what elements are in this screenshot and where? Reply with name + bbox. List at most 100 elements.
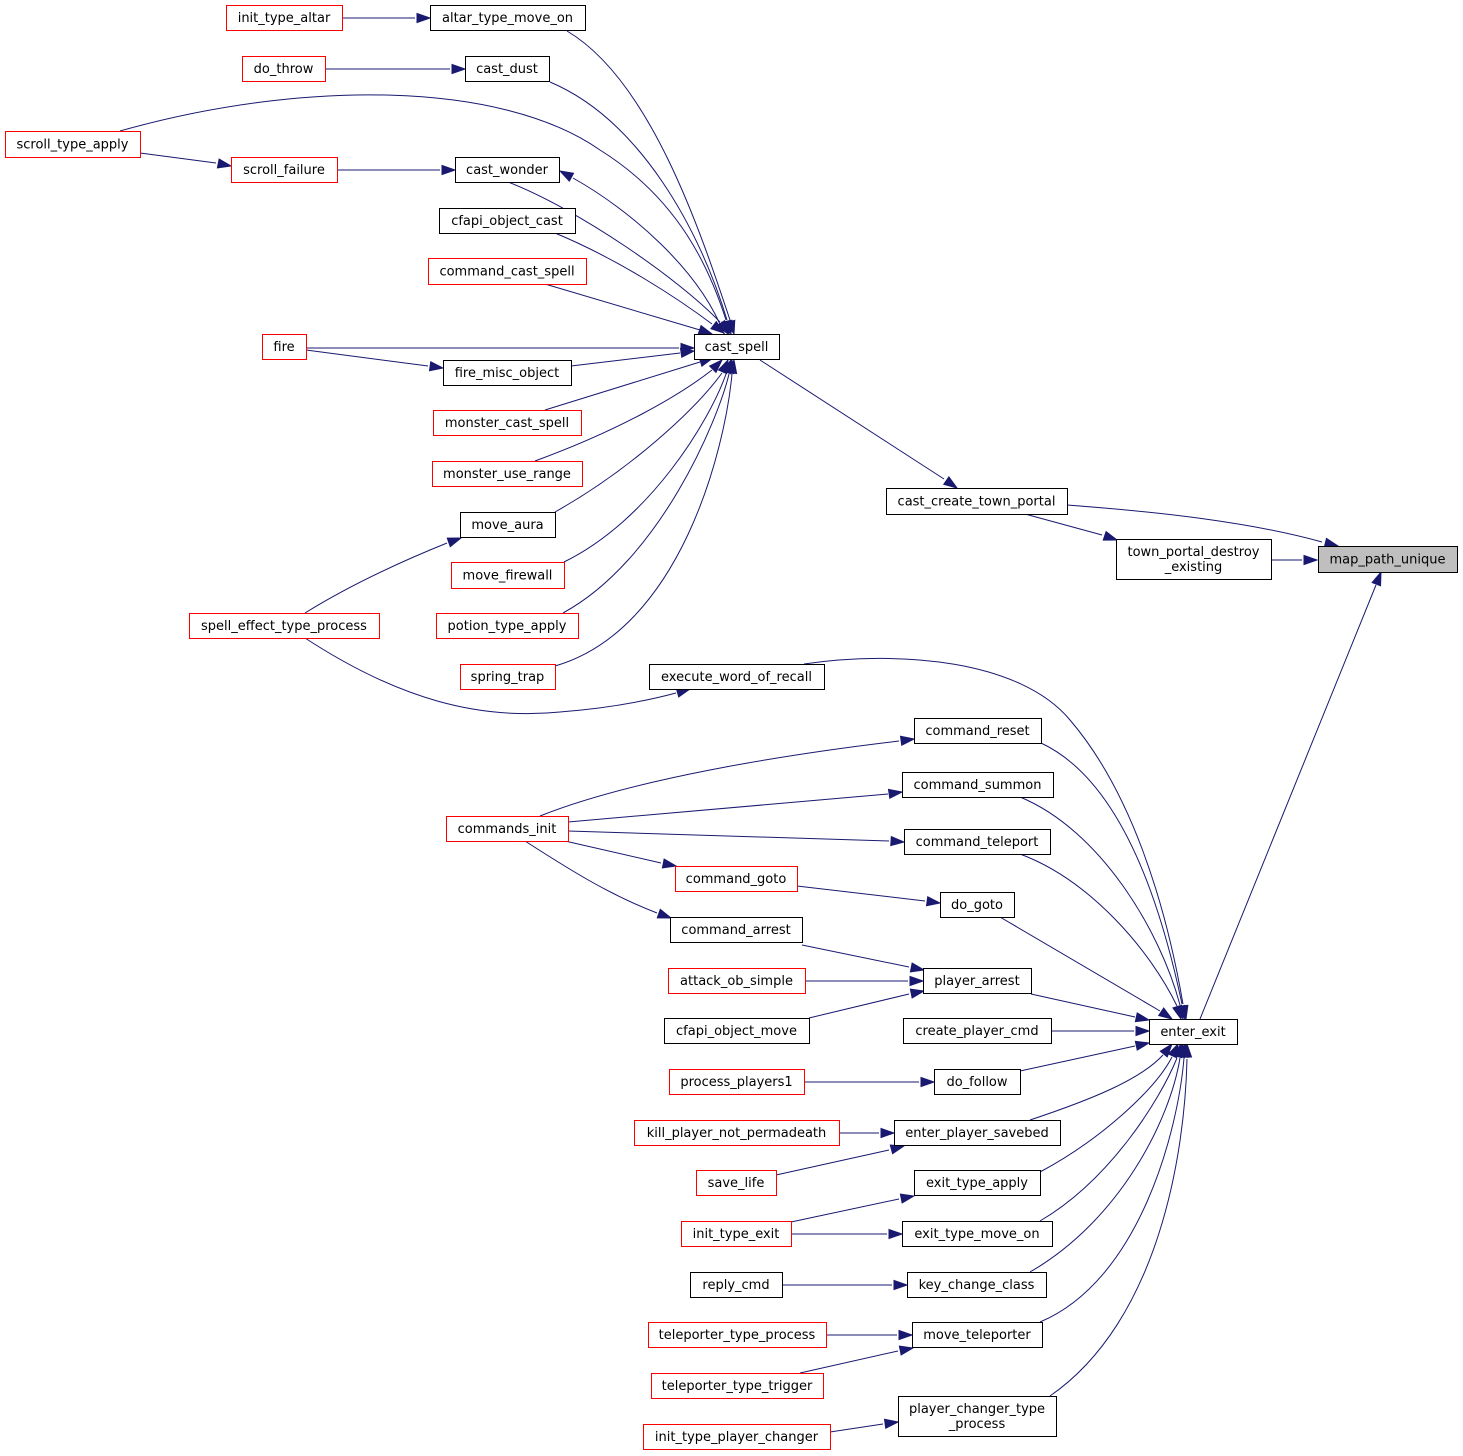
node-command-teleport[interactable]: command_teleport	[904, 829, 1051, 855]
node-enter-player-savebed[interactable]: enter_player_savebed	[894, 1120, 1061, 1146]
node-box	[465, 56, 550, 82]
node-save-life[interactable]: save_life	[696, 1170, 777, 1196]
edge-spring_trap-to-cast_spell	[554, 358, 738, 667]
node-label: cast_wonder	[466, 163, 549, 178]
node-init-type-altar[interactable]: init_type_altar	[226, 5, 343, 31]
node-altar-type-move-on[interactable]: altar_type_move_on	[430, 5, 586, 31]
node-fire[interactable]: fire	[262, 334, 307, 360]
node-command-goto[interactable]: command_goto	[675, 866, 798, 892]
node-kill-player-not-permadeath[interactable]: kill_player_not_permadeath	[634, 1120, 840, 1146]
node-player-changer-type-process[interactable]: player_changer_type_process	[898, 1396, 1057, 1437]
arrowhead	[909, 988, 926, 999]
node-label: fire	[273, 340, 294, 355]
edge-fire_misc_object-to-cast_spell	[570, 347, 696, 367]
edge-line	[564, 840, 662, 864]
node-label: attack_ob_simple	[680, 974, 793, 989]
node-commands-init[interactable]: commands_init	[446, 816, 569, 842]
node-box	[262, 334, 307, 360]
node-do-goto[interactable]: do_goto	[940, 892, 1015, 918]
node-reply-cmd[interactable]: reply_cmd	[690, 1272, 783, 1298]
edge-line	[1019, 796, 1181, 1006]
edge-line	[808, 993, 910, 1019]
edge-line	[534, 369, 713, 462]
node-init-type-player-changer[interactable]: init_type_player_changer	[643, 1424, 831, 1450]
node-cfapi-object-cast[interactable]: cfapi_object_cast	[439, 208, 576, 234]
node-label: do_follow	[946, 1075, 1007, 1090]
node-exit-type-apply[interactable]: exit_type_apply	[914, 1170, 1041, 1196]
node-do-follow[interactable]: do_follow	[934, 1069, 1021, 1095]
node-label: _existing	[1164, 560, 1223, 575]
node-box	[428, 258, 587, 285]
edge-commands_init-to-command_goto	[564, 840, 678, 869]
node-cfapi-object-move[interactable]: cfapi_object_move	[664, 1018, 810, 1044]
node-init-type-exit[interactable]: init_type_exit	[681, 1221, 792, 1247]
node-attack-ob-simple[interactable]: attack_ob_simple	[668, 968, 806, 994]
node-key-change-class[interactable]: key_change_class	[907, 1272, 1047, 1298]
node-potion-type-apply[interactable]: potion_type_apply	[436, 613, 579, 639]
arrowhead	[1157, 1007, 1174, 1020]
node-process-players1[interactable]: process_players1	[669, 1069, 805, 1095]
node-command-arrest[interactable]: command_arrest	[670, 917, 803, 943]
node-town-portal-destroy-existing[interactable]: town_portal_destroy_existing	[1116, 539, 1272, 580]
edge-process_players1-to-do_follow	[804, 1076, 936, 1088]
node-command-reset[interactable]: command_reset	[914, 718, 1042, 744]
arrowhead	[1303, 554, 1319, 566]
node-fire-misc-object[interactable]: fire_misc_object	[443, 360, 572, 386]
arrowhead	[1134, 1012, 1151, 1023]
node-label: init_type_altar	[238, 11, 331, 26]
node-move-firewall[interactable]: move_firewall	[451, 562, 565, 589]
node-exit-type-move-on[interactable]: exit_type_move_on	[902, 1221, 1053, 1247]
node-box	[1149, 1019, 1238, 1045]
node-box	[902, 1221, 1053, 1247]
node-spring-trap[interactable]: spring_trap	[460, 664, 556, 690]
node-box	[430, 5, 586, 31]
node-enter-exit[interactable]: enter_exit	[1149, 1019, 1238, 1045]
node-spell-effect-type-process[interactable]: spell_effect_type_process	[189, 613, 380, 639]
node-label: monster_cast_spell	[445, 416, 569, 431]
arrowhead	[1371, 570, 1382, 587]
node-box	[446, 816, 569, 842]
node-teleporter-type-trigger[interactable]: teleporter_type_trigger	[651, 1373, 824, 1399]
node-command-summon[interactable]: command_summon	[902, 772, 1054, 798]
node-player-arrest[interactable]: player_arrest	[923, 968, 1032, 994]
node-box	[934, 1069, 1021, 1095]
node-box	[649, 664, 825, 690]
edge-command_teleport-to-enter_exit	[1019, 853, 1183, 1021]
edge-line	[759, 359, 945, 480]
node-command-cast-spell[interactable]: command_cast_spell	[428, 258, 587, 285]
node-cast-create-town-portal[interactable]: cast_create_town_portal	[886, 488, 1068, 515]
node-move-teleporter[interactable]: move_teleporter	[912, 1322, 1043, 1348]
node-cast-dust[interactable]: cast_dust	[465, 56, 550, 82]
node-box	[455, 157, 560, 183]
node-box	[436, 613, 579, 639]
edge-line	[803, 657, 1184, 1005]
edge-line	[1024, 513, 1103, 536]
node-box	[694, 334, 780, 360]
edge-line	[999, 916, 1161, 1012]
edge-teleporter_type_process-to-move_teleporter	[826, 1329, 914, 1341]
arrowhead	[920, 1076, 936, 1088]
edge-scroll_type_apply-to-scroll_failure	[139, 152, 233, 169]
node-execute-word-of-recall[interactable]: execute_word_of_recall	[649, 664, 825, 690]
node-scroll-failure[interactable]: scroll_failure	[231, 157, 338, 183]
arrowhead	[428, 361, 445, 372]
node-monster-cast-spell[interactable]: monster_cast_spell	[433, 410, 582, 436]
node-monster-use-range[interactable]: monster_use_range	[432, 461, 583, 487]
node-do-throw[interactable]: do_throw	[242, 56, 326, 82]
edge-commands_init-to-command_summon	[567, 788, 904, 823]
node-create-player-cmd[interactable]: create_player_cmd	[903, 1018, 1052, 1044]
edge-line	[570, 352, 681, 367]
node-scroll-type-apply[interactable]: scroll_type_apply	[5, 131, 141, 158]
node-map-path-unique[interactable]: map_path_unique	[1318, 546, 1458, 573]
arrowhead	[898, 1345, 915, 1356]
edge-line	[563, 373, 727, 563]
arrowhead	[1134, 1040, 1151, 1051]
arrowhead	[697, 324, 714, 335]
node-label: potion_type_apply	[448, 619, 567, 634]
node-cast-wonder[interactable]: cast_wonder	[455, 157, 560, 183]
node-teleporter-type-process[interactable]: teleporter_type_process	[648, 1322, 827, 1348]
arrowhead	[909, 962, 926, 973]
node-move-aura[interactable]: move_aura	[460, 512, 556, 538]
edge-line	[554, 232, 713, 325]
node-cast-spell[interactable]: cast_spell	[694, 334, 780, 360]
